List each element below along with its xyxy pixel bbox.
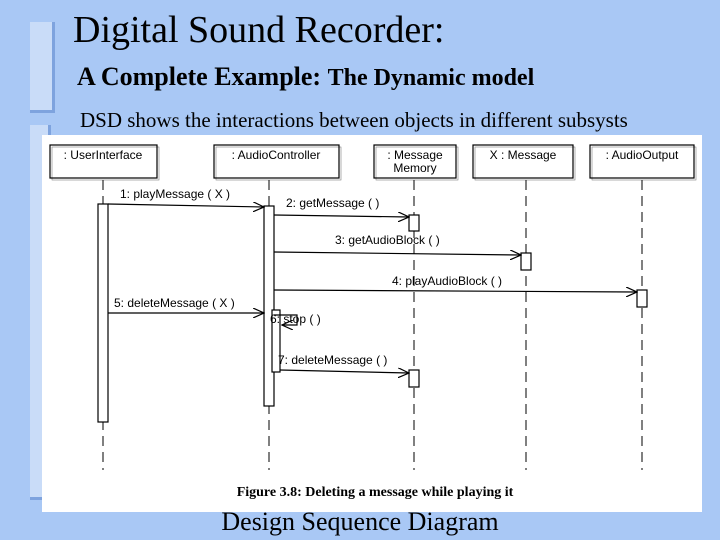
message-arrow-1 xyxy=(107,204,264,207)
message-arrow-7 xyxy=(279,370,409,373)
slide-bullet: DSD shows the interactions between objec… xyxy=(80,108,628,132)
message-label-6: 6: stop ( ) xyxy=(270,312,321,326)
activation-bar-audio-controller xyxy=(263,205,275,407)
message-label-3: 3: getAudioBlock ( ) xyxy=(335,233,440,247)
object-label: X : Message xyxy=(490,148,557,162)
activation-bar-x-message xyxy=(520,252,532,271)
subtitle-sub: The Dynamic model xyxy=(327,65,535,91)
message-arrow-6 xyxy=(274,314,298,325)
sequence-diagram-svg: : UserInterface : AudioController : Mess… xyxy=(49,144,697,470)
activation-bar-user-interface xyxy=(97,203,109,423)
message-arrow-4 xyxy=(273,290,637,292)
object-label: : UserInterface xyxy=(64,148,143,162)
object-label: : AudioOutput xyxy=(606,148,679,162)
message-label-7: 7: deleteMessage ( ) xyxy=(278,353,387,367)
activation-bar-audio-output xyxy=(636,289,648,308)
figure-caption: Figure 3.8: Deleting a message while pla… xyxy=(236,485,514,500)
object-box-user-interface: : UserInterface xyxy=(49,144,160,181)
object-box-audio-output: : AudioOutput xyxy=(589,144,697,181)
subtitle-main: A Complete Example: xyxy=(77,62,322,91)
message-arrow-3 xyxy=(273,252,521,255)
message-arrow-2 xyxy=(273,215,409,217)
object-label-line2: Memory xyxy=(393,161,436,175)
decorative-bar-top xyxy=(30,22,55,113)
object-box-x-message: X : Message xyxy=(472,144,576,181)
slide-title: Digital Sound Recorder: xyxy=(73,9,445,51)
activation-bar-audio-controller-nested xyxy=(271,309,281,373)
activation-bar-message-memory-1 xyxy=(408,214,420,232)
sequence-diagram: : UserInterface : AudioController : Mess… xyxy=(42,135,702,512)
message-label-1: 1: playMessage ( X ) xyxy=(120,187,230,201)
object-label: : Message xyxy=(387,148,443,162)
object-box-audio-controller: : AudioController xyxy=(213,144,342,181)
message-label-5: 5: deleteMessage ( X ) xyxy=(114,296,235,310)
slide-footer: Design Sequence Diagram xyxy=(221,507,499,536)
message-label-4: 4: playAudioBlock ( ) xyxy=(392,274,502,288)
message-label-2: 2: getMessage ( ) xyxy=(286,196,379,210)
object-box-message-memory: : Message Memory xyxy=(373,144,459,181)
activation-bar-message-memory-2 xyxy=(408,369,420,388)
object-label: : AudioController xyxy=(232,148,321,162)
slide-subtitle: A Complete Example: The Dynamic model xyxy=(77,62,534,92)
